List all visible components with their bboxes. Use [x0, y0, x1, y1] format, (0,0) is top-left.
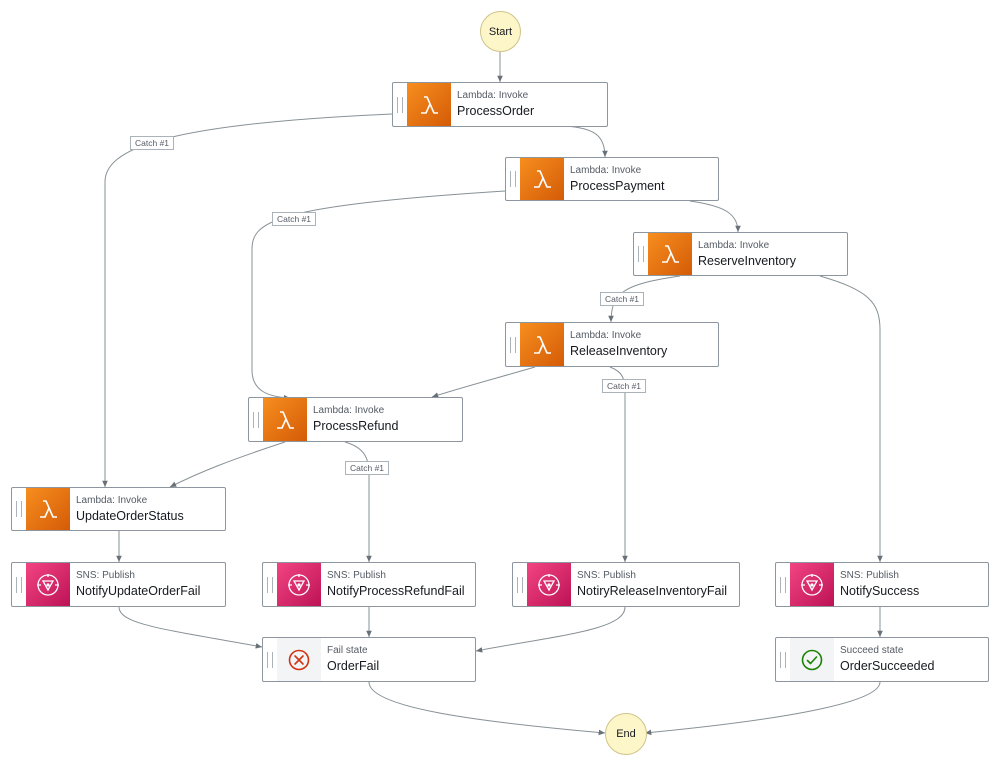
state-process-payment[interactable]: Lambda: Invoke ProcessPayment	[505, 157, 719, 201]
sns-icon	[26, 563, 70, 606]
start-node[interactable]: Start	[480, 11, 521, 52]
state-type: Fail state	[327, 645, 368, 656]
end-label: End	[616, 728, 636, 740]
edge-process-order-to-process-payment	[564, 125, 608, 158]
state-name: NotifyUpdateOrderFail	[76, 584, 201, 598]
state-update-order-status[interactable]: Lambda: Invoke UpdateOrderStatus	[11, 487, 226, 531]
state-type: SNS: Publish	[577, 570, 636, 581]
edge-release-inventory-catch-to-notiry-release-inventory-fail	[609, 366, 628, 562]
catch-label-reserve-inventory: Catch #1	[600, 292, 645, 306]
edge-reserve-inventory-to-release-inventory	[608, 275, 681, 323]
drag-handle[interactable]	[263, 638, 277, 681]
edge-order-succeeded-to-end	[644, 681, 881, 736]
lambda-icon	[263, 398, 307, 441]
state-name: ReleaseInventory	[570, 344, 668, 358]
state-name: OrderFail	[327, 659, 380, 673]
state-type: Lambda: Invoke	[313, 405, 385, 416]
edge-release-inventory-to-process-refund	[431, 366, 536, 398]
lambda-icon	[26, 488, 70, 530]
fail-icon	[277, 638, 321, 681]
drag-handle[interactable]	[393, 83, 407, 126]
edge-notiry-release-inventory-fail-to-order-fail	[475, 606, 626, 653]
drag-handle[interactable]	[249, 398, 263, 441]
edge-process-payment-to-reserve-inventory	[689, 200, 741, 233]
state-reserve-inventory[interactable]: Lambda: Invoke ReserveInventory	[633, 232, 848, 276]
state-type: Lambda: Invoke	[570, 164, 642, 176]
state-process-order[interactable]: Lambda: Invoke ProcessOrder	[392, 82, 608, 127]
start-label: Start	[488, 25, 513, 38]
state-name: NotifyProcessRefundFail	[327, 584, 465, 598]
edge-process-refund-catch-to-notify-process-refund-fail	[344, 441, 372, 562]
drag-handle[interactable]	[776, 638, 790, 681]
sns-icon	[527, 563, 571, 606]
state-order-fail[interactable]: Fail state OrderFail	[262, 637, 476, 682]
state-type: SNS: Publish	[76, 570, 135, 581]
edge-process-refund-to-update-order-status	[169, 441, 286, 488]
drag-handle[interactable]	[12, 563, 26, 606]
state-name: ProcessRefund	[313, 419, 399, 433]
lambda-icon	[407, 83, 451, 126]
drag-handle[interactable]	[634, 233, 648, 275]
catch-label-process-refund: Catch #1	[345, 461, 390, 475]
drag-handle[interactable]	[513, 563, 527, 606]
drag-handle[interactable]	[263, 563, 277, 606]
state-process-refund[interactable]: Lambda: Invoke ProcessRefund	[248, 397, 463, 442]
state-name: ProcessPayment	[570, 178, 665, 193]
state-notify-update-order-fail[interactable]: SNS: Publish NotifyUpdateOrderFail	[11, 562, 226, 607]
catch-label-process-payment: Catch #1	[272, 212, 317, 226]
state-type: SNS: Publish	[840, 570, 899, 581]
state-notify-success[interactable]: SNS: Publish NotifySuccess	[775, 562, 989, 607]
lambda-icon	[520, 158, 564, 200]
drag-handle[interactable]	[12, 488, 26, 530]
lambda-icon	[648, 233, 692, 275]
state-name: UpdateOrderStatus	[76, 508, 184, 523]
state-name: NotiryReleaseInventoryFail	[577, 584, 728, 598]
sns-icon	[790, 563, 834, 606]
drag-handle[interactable]	[506, 323, 520, 366]
state-type: Lambda: Invoke	[698, 239, 770, 251]
state-type: SNS: Publish	[327, 570, 386, 581]
catch-label-release-inventory: Catch #1	[602, 379, 647, 393]
edge-order-fail-to-end	[368, 681, 606, 736]
check-icon	[790, 638, 834, 681]
drag-handle[interactable]	[776, 563, 790, 606]
state-order-succeeded[interactable]: Succeed state OrderSucceeded	[775, 637, 989, 682]
state-type: Lambda: Invoke	[76, 494, 148, 506]
lambda-icon	[520, 323, 564, 366]
state-type: Lambda: Invoke	[457, 90, 529, 101]
sns-icon	[277, 563, 321, 606]
state-name: ReserveInventory	[698, 253, 796, 268]
state-notiry-release-inventory-fail[interactable]: SNS: Publish NotiryReleaseInventoryFail	[512, 562, 740, 607]
drag-handle[interactable]	[506, 158, 520, 200]
state-release-inventory[interactable]: Lambda: Invoke ReleaseInventory	[505, 322, 719, 367]
state-notify-process-refund-fail[interactable]: SNS: Publish NotifyProcessRefundFail	[262, 562, 476, 607]
end-node[interactable]: End	[605, 713, 647, 755]
catch-label-process-order: Catch #1	[130, 136, 175, 150]
state-name: ProcessOrder	[457, 104, 535, 118]
state-type: Succeed state	[840, 645, 904, 656]
edge-process-payment-catch-to-process-refund	[251, 190, 506, 401]
state-name: OrderSucceeded	[840, 659, 935, 673]
state-name: NotifySuccess	[840, 584, 920, 598]
state-type: Lambda: Invoke	[570, 330, 642, 341]
edge-reserve-inventory-to-notify-success	[819, 275, 883, 562]
edge-notify-update-order-fail-to-order-fail	[118, 606, 263, 649]
